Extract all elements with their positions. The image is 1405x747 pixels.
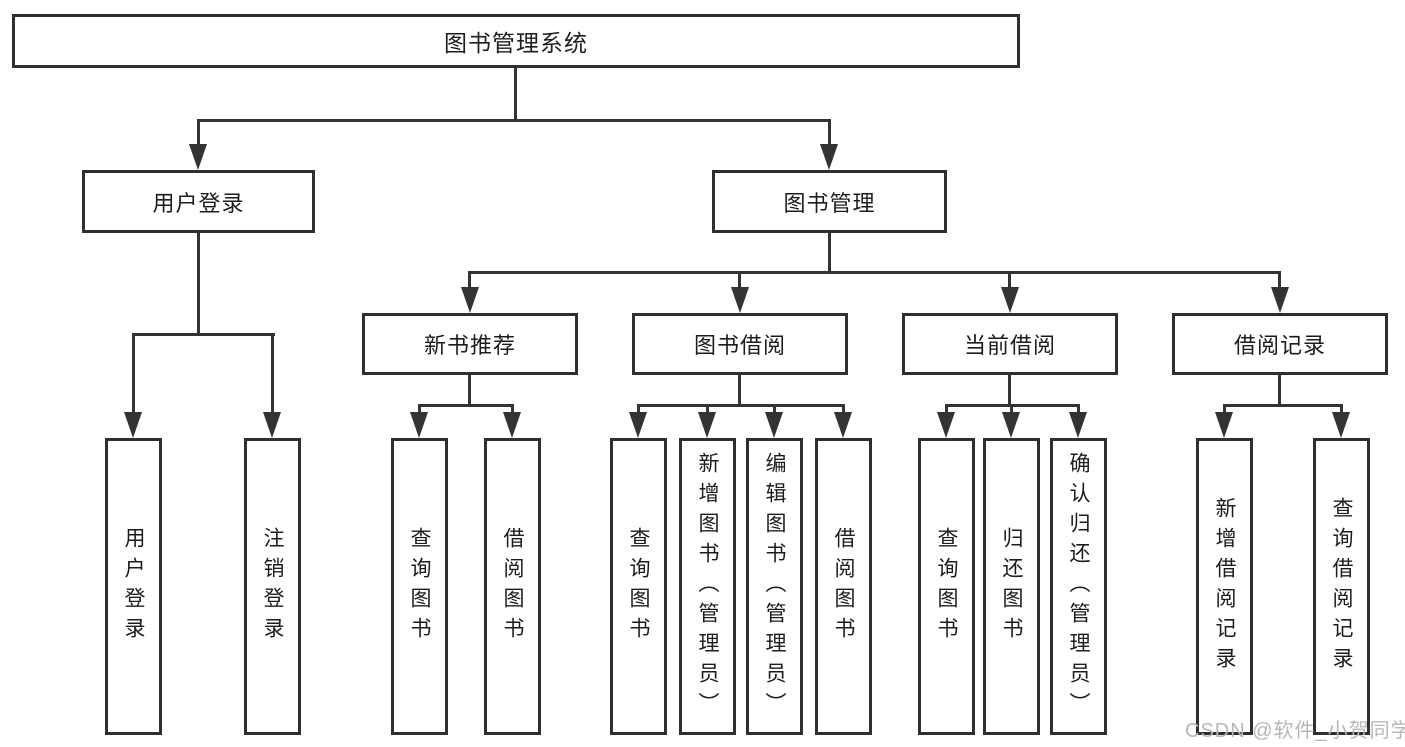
leaf-rc-query-record: 查询借阅记录 xyxy=(1313,438,1370,735)
leaf-bw-borrow-books-label: 借阅图书 xyxy=(832,526,855,647)
connector-drop-logout xyxy=(271,333,274,415)
connector-level2-bar xyxy=(197,119,831,122)
node-user-login: 用户登录 xyxy=(82,170,315,233)
connector-user-login-bar xyxy=(132,333,275,336)
leaf-user-login-label: 用户登录 xyxy=(122,526,145,647)
leaf-rc-query-record-label: 查询借阅记录 xyxy=(1330,496,1353,677)
arrowhead-logout xyxy=(263,412,281,438)
connector-borrowing-bar xyxy=(637,404,844,407)
connector-records-bar xyxy=(1223,404,1342,407)
leaf-bw-borrow-books: 借阅图书 xyxy=(815,438,872,735)
connector-drop-new-books xyxy=(468,271,471,291)
connector-book-mgmt-stem xyxy=(828,233,831,274)
arrowhead-book-mgmt xyxy=(820,144,838,170)
connector-drop-rc-add xyxy=(1223,404,1226,416)
node-new-books: 新书推荐 xyxy=(362,313,578,375)
connector-drop-cu-confirm xyxy=(1077,404,1080,416)
connector-new-books-stem xyxy=(468,375,471,407)
connector-drop-bw-edit xyxy=(773,404,776,416)
node-new-books-label: 新书推荐 xyxy=(423,333,516,358)
leaf-logout: 注销登录 xyxy=(244,438,301,735)
connector-new-books-bar xyxy=(418,404,514,407)
connector-level3-bar xyxy=(468,271,1281,274)
node-user-login-label: 用户登录 xyxy=(152,190,245,216)
node-root-label: 图书管理系统 xyxy=(444,30,588,56)
leaf-bw-edit-books: 编辑图书（管理员） xyxy=(746,438,803,735)
node-records: 借阅记录 xyxy=(1172,313,1388,375)
arrowhead-user-login xyxy=(189,144,207,170)
arrowhead-nb-query xyxy=(410,412,428,438)
node-current-label: 当前借阅 xyxy=(963,333,1056,358)
connector-drop-bw-add xyxy=(706,404,709,416)
leaf-bw-query-books: 查询图书 xyxy=(610,438,667,735)
leaf-nb-borrow-books: 借阅图书 xyxy=(484,438,541,735)
csdn-watermark: CSDN @软件_小贺同学 xyxy=(1185,720,1405,742)
connector-drop-nb-query xyxy=(418,404,421,416)
node-borrowing: 图书借阅 xyxy=(632,313,848,375)
leaf-rc-add-record: 新增借阅记录 xyxy=(1196,438,1253,735)
connector-drop-cu-query xyxy=(945,404,948,416)
leaf-logout-label: 注销登录 xyxy=(261,526,284,647)
leaf-nb-query-books-label: 查询图书 xyxy=(408,526,431,647)
leaf-cu-return-books-label: 归还图书 xyxy=(1000,526,1023,647)
arrowhead-new-books xyxy=(461,287,479,313)
node-book-mgmt: 图书管理 xyxy=(712,170,947,233)
node-borrowing-label: 图书借阅 xyxy=(693,333,786,358)
arrowhead-current xyxy=(1001,287,1019,313)
arrowhead-cu-return xyxy=(1002,412,1020,438)
node-records-label: 借阅记录 xyxy=(1233,333,1326,358)
arrowhead-nb-borrow xyxy=(503,412,521,438)
arrowhead-rc-query xyxy=(1332,412,1350,438)
connector-drop-records xyxy=(1278,271,1281,291)
arrowhead-bw-borrow xyxy=(834,412,852,438)
arrowhead-cu-query xyxy=(937,412,955,438)
leaf-cu-query-books-label: 查询图书 xyxy=(935,526,958,647)
arrowhead-bw-edit xyxy=(765,412,783,438)
leaf-rc-add-record-label: 新增借阅记录 xyxy=(1213,496,1236,677)
leaf-bw-query-books-label: 查询图书 xyxy=(627,526,650,647)
connector-drop-rc-query xyxy=(1340,404,1343,416)
arrowhead-bw-query xyxy=(629,412,647,438)
arrowhead-login xyxy=(124,412,142,438)
leaf-cu-confirm-return: 确认归还（管理员） xyxy=(1050,438,1107,735)
connector-user-login-stem xyxy=(197,233,200,336)
leaf-cu-query-books: 查询图书 xyxy=(918,438,975,735)
connector-root-stem xyxy=(514,68,517,122)
connector-drop-book-mgmt xyxy=(828,119,831,147)
leaf-cu-confirm-return-label: 确认归还（管理员） xyxy=(1067,451,1090,722)
connector-borrowing-stem xyxy=(738,375,741,407)
node-root: 图书管理系统 xyxy=(12,14,1020,68)
connector-records-stem xyxy=(1278,375,1281,407)
leaf-bw-add-books: 新增图书（管理员） xyxy=(679,438,736,735)
connector-drop-bw-borrow xyxy=(842,404,845,416)
connector-drop-bw-query xyxy=(637,404,640,416)
leaf-user-login: 用户登录 xyxy=(105,438,162,735)
arrowhead-borrowing xyxy=(731,287,749,313)
connector-drop-nb-borrow xyxy=(511,404,514,416)
leaf-bw-add-books-label: 新增图书（管理员） xyxy=(696,451,719,722)
node-book-mgmt-label: 图书管理 xyxy=(783,190,876,216)
node-current: 当前借阅 xyxy=(902,313,1118,375)
connector-drop-login xyxy=(132,333,135,415)
arrowhead-rc-add xyxy=(1215,412,1233,438)
connector-drop-borrowing xyxy=(738,271,741,291)
leaf-cu-return-books: 归还图书 xyxy=(983,438,1040,735)
arrowhead-bw-add xyxy=(698,412,716,438)
leaf-nb-query-books: 查询图书 xyxy=(391,438,448,735)
connector-current-stem xyxy=(1008,375,1011,407)
leaf-bw-edit-books-label: 编辑图书（管理员） xyxy=(763,451,786,722)
connector-drop-cu-return xyxy=(1010,404,1013,416)
leaf-nb-borrow-books-label: 借阅图书 xyxy=(501,526,524,647)
connector-drop-current xyxy=(1008,271,1011,291)
arrowhead-cu-confirm xyxy=(1069,412,1087,438)
connector-drop-user-login xyxy=(197,119,200,147)
arrowhead-records xyxy=(1271,287,1289,313)
